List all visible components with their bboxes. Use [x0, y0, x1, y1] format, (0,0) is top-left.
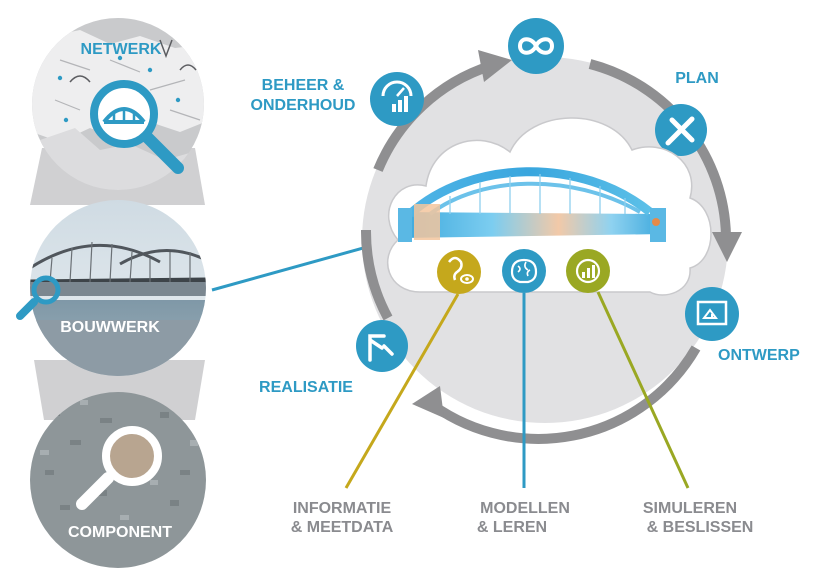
maintenance-node[interactable]: BEHEER & ONDERHOUD: [251, 72, 424, 126]
arrow-head-top: [478, 50, 512, 82]
bridge-model-icon: [398, 167, 666, 242]
models-label-line2: & LEREN: [477, 519, 547, 536]
component-label: COMPONENT: [68, 524, 172, 541]
simulate-label-line1: SIMULEREN: [643, 500, 737, 517]
plan-label: PLAN: [675, 70, 719, 87]
construction-node[interactable]: REALISATIE: [259, 320, 408, 396]
info-label-line1: INFORMATIE: [293, 500, 392, 517]
arrow-arc-left: [360, 229, 393, 321]
brain-chart-icon[interactable]: [566, 249, 610, 293]
design-label: ONTWERP: [718, 347, 800, 364]
cloud: [387, 117, 712, 296]
gauge-chart-icon: [370, 72, 424, 126]
network-label: NETWERK: [81, 41, 162, 58]
infinity-icon[interactable]: [508, 18, 564, 74]
simulate-label-line2: & BESLISSEN: [647, 519, 754, 536]
structure-label: BOUWWERK: [60, 319, 160, 336]
models-label-line1: MODELLEN: [480, 500, 570, 517]
plan-node[interactable]: PLAN: [655, 70, 719, 156]
lifecycle-cycle: PLAN ONTWERP REALISATIE BEHEER & ONDERHO…: [251, 18, 800, 444]
simulate-connector-line: [596, 291, 690, 489]
arrow-head-bottom: [412, 386, 444, 418]
info-connector-line: [344, 293, 460, 489]
magnifier-icon: [76, 426, 162, 510]
magnifier-bridge-icon: [90, 80, 184, 174]
cloud-shape: [387, 117, 712, 296]
design-node[interactable]: ONTWERP: [685, 287, 800, 364]
construction-label: REALISATIE: [259, 379, 353, 396]
capability-labels: INFORMATIE & MEETDATA MODELLEN & LEREN S…: [291, 500, 754, 536]
structure-scale-circle: BOUWWERK: [16, 200, 206, 376]
ear-eye-icon[interactable]: [437, 250, 481, 294]
network-scale-circle: NETWERK: [32, 18, 204, 190]
maintenance-label-line1: BEHEER &: [262, 77, 345, 94]
magnifier-icon: [16, 275, 61, 320]
info-label-line2: & MEETDATA: [291, 519, 394, 536]
arrow-head-right: [712, 232, 742, 262]
maintenance-label-line2: ONDERHOUD: [251, 97, 356, 114]
component-scale-circle: COMPONENT: [30, 392, 206, 568]
arrow-arc-bottom: [422, 345, 701, 444]
brain-icon[interactable]: [502, 249, 546, 293]
